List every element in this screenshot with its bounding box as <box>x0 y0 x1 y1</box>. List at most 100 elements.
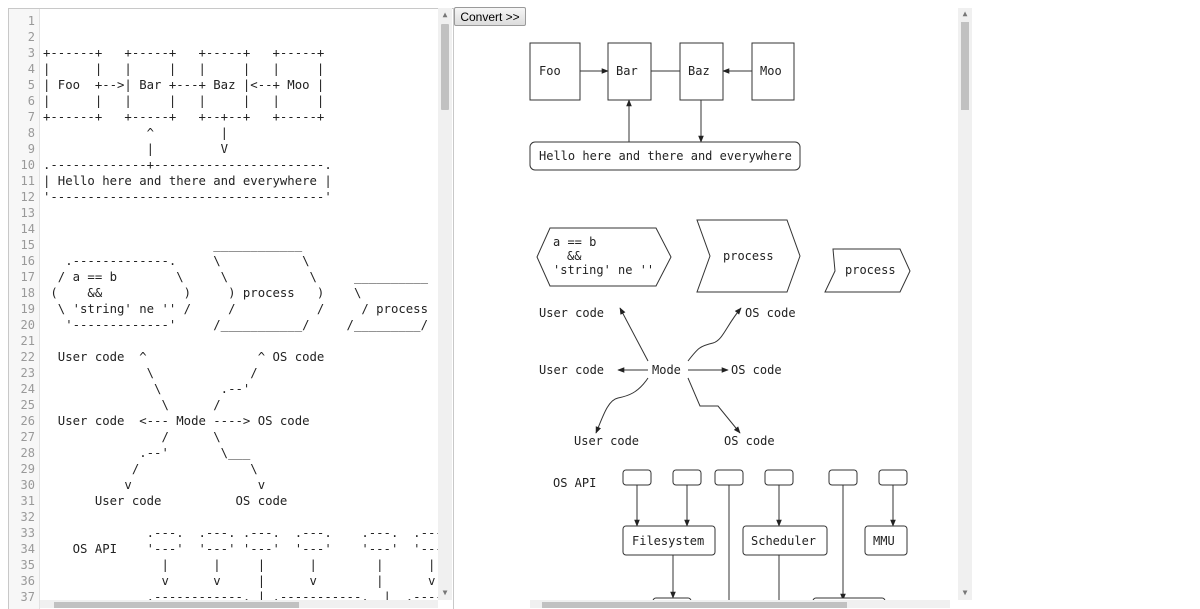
code-line[interactable]: | V <box>43 142 229 156</box>
lower-box-2 <box>812 597 886 600</box>
code-line[interactable]: \ 'string' ne '' / / / / process <box>43 302 428 316</box>
line-number: 18 <box>20 286 35 300</box>
code-line[interactable]: .-------------. \ \ <box>43 254 310 268</box>
line-number: 7 <box>27 110 35 124</box>
process-large-label: process <box>723 249 774 263</box>
os-code-bottom-label: OS code <box>724 434 775 448</box>
decision-line-3: 'string' ne '' <box>553 263 654 277</box>
code-line[interactable]: \ / <box>43 398 221 412</box>
code-line[interactable]: OS API '---' '---' '---' '---' '---' '--… <box>43 542 439 556</box>
editor-horizontal-scrollbar[interactable] <box>40 600 438 608</box>
code-line[interactable]: .---. .---. .---. .---. .---. .---. <box>43 526 439 540</box>
code-line[interactable]: '-------------' /___________/ /_________… <box>43 318 428 332</box>
code-line[interactable]: ____________ <box>43 238 303 252</box>
user-code-top-label: User code <box>539 306 604 320</box>
output-vertical-scrollbar[interactable]: ▲ ▼ <box>958 8 972 600</box>
line-number: 14 <box>20 222 35 236</box>
editor-vertical-scrollbar[interactable]: ▲ ▼ <box>438 8 452 600</box>
code-line[interactable]: v v | v | v <box>43 574 436 588</box>
user-code-bottom-label: User code <box>574 434 639 448</box>
scroll-up-arrow-icon[interactable]: ▲ <box>442 10 448 19</box>
code-line[interactable]: \ .--' <box>43 382 251 396</box>
output-scroll-up-arrow-icon[interactable]: ▲ <box>962 9 968 18</box>
mode-to-user-code-top-arrow <box>619 307 649 362</box>
line-number: 12 <box>20 190 35 204</box>
mode-to-os-code-top-arrow <box>687 307 742 362</box>
line-number: 11 <box>20 174 35 188</box>
code-line[interactable]: | | | | | | | | <box>43 62 325 76</box>
os-api-label: OS API <box>553 476 596 490</box>
code-line[interactable]: +------+ +-----+ +-----+ +-----+ <box>43 46 325 60</box>
code-line[interactable]: \ / <box>43 366 258 380</box>
code-line[interactable]: +------+ +-----+ +--+--+ +-----+ <box>43 110 325 124</box>
code-line[interactable]: | Foo +-->| Bar +---+ Baz |<--+ Moo | <box>43 78 325 92</box>
process-shape-small: process <box>824 248 911 293</box>
code-line[interactable]: ^ | <box>43 126 229 140</box>
line-number: 10 <box>20 158 35 172</box>
code-line[interactable]: | | | | | | <box>43 558 436 572</box>
editor-horizontal-scroll-thumb[interactable] <box>54 602 299 608</box>
os-api-slot-5 <box>828 469 858 486</box>
os-api-slot-2 <box>672 469 702 486</box>
code-area[interactable]: +------+ +-----+ +-----+ +-----+ | | | | … <box>43 9 439 609</box>
code-line[interactable]: v v <box>43 478 266 492</box>
scheduler-box: Scheduler <box>742 525 828 556</box>
mmu-box: MMU <box>864 525 908 556</box>
line-number: 36 <box>20 574 35 588</box>
code-line[interactable]: .-------------+-----------------------. <box>43 158 332 172</box>
line-number: 15 <box>20 238 35 252</box>
foo-box: Foo <box>529 42 581 101</box>
code-line[interactable]: | | | | | | | | <box>43 94 325 108</box>
code-line[interactable]: ( && ) ) process ) \ <box>43 286 362 300</box>
output-scroll-down-arrow-icon[interactable]: ▼ <box>962 588 968 597</box>
line-number: 31 <box>20 494 35 508</box>
scheduler-label: Scheduler <box>751 534 816 548</box>
diagram-canvas: Foo Bar Baz Moo Hello here and there and… <box>529 42 911 600</box>
output-horizontal-scrollbar[interactable] <box>530 600 950 608</box>
os-api-slot-3 <box>714 469 744 486</box>
code-line[interactable]: .--' \___ <box>43 446 251 460</box>
line-number: 26 <box>20 414 35 428</box>
line-number: 20 <box>20 318 35 332</box>
line-number: 37 <box>20 590 35 604</box>
line-number: 8 <box>27 126 35 140</box>
editor-vertical-scroll-thumb[interactable] <box>441 24 449 110</box>
line-number: 35 <box>20 558 35 572</box>
code-line[interactable]: '-------------------------------------' <box>43 190 332 204</box>
line-number: 16 <box>20 254 35 268</box>
code-line[interactable]: / \ <box>43 430 221 444</box>
code-line[interactable]: User code OS code <box>43 494 288 508</box>
output-horizontal-scroll-thumb[interactable] <box>542 602 847 608</box>
code-line[interactable]: User code ^ ^ OS code <box>43 350 325 364</box>
convert-button[interactable]: Convert >> <box>454 7 526 26</box>
hello-label: Hello here and there and everywhere <box>539 149 792 163</box>
code-line[interactable]: | Hello here and there and everywhere | <box>43 174 332 188</box>
line-number: 27 <box>20 430 35 444</box>
mode-to-user-code-bottom-arrow <box>595 377 649 434</box>
line-number: 5 <box>27 78 35 92</box>
output-vertical-scroll-thumb[interactable] <box>961 22 969 110</box>
os-api-slot-4 <box>764 469 794 486</box>
line-number: 1 <box>27 14 35 28</box>
filesystem-label: Filesystem <box>632 534 704 548</box>
scroll-down-arrow-icon[interactable]: ▼ <box>442 588 448 597</box>
line-number: 22 <box>20 350 35 364</box>
moo-label: Moo <box>760 64 782 78</box>
diagram-output-pane: Foo Bar Baz Moo Hello here and there and… <box>528 8 958 600</box>
code-line[interactable]: / a == b \ \ \ __________ <box>43 270 428 284</box>
line-number: 25 <box>20 398 35 412</box>
moo-box: Moo <box>751 42 795 101</box>
line-number: 2 <box>27 30 35 44</box>
mode-to-os-code-bottom-arrow <box>687 377 741 434</box>
line-number: 33 <box>20 526 35 540</box>
line-number: 21 <box>20 334 35 348</box>
code-line[interactable]: / \ <box>43 462 258 476</box>
os-code-top-label: OS code <box>745 306 796 320</box>
os-code-mid-label: OS code <box>731 363 782 377</box>
process-shape-large: process <box>696 219 801 293</box>
lower-box-1 <box>652 597 692 600</box>
user-code-mid-label: User code <box>539 363 604 377</box>
code-line[interactable]: User code <--- Mode ----> OS code <box>43 414 310 428</box>
baz-box: Baz <box>679 42 724 101</box>
